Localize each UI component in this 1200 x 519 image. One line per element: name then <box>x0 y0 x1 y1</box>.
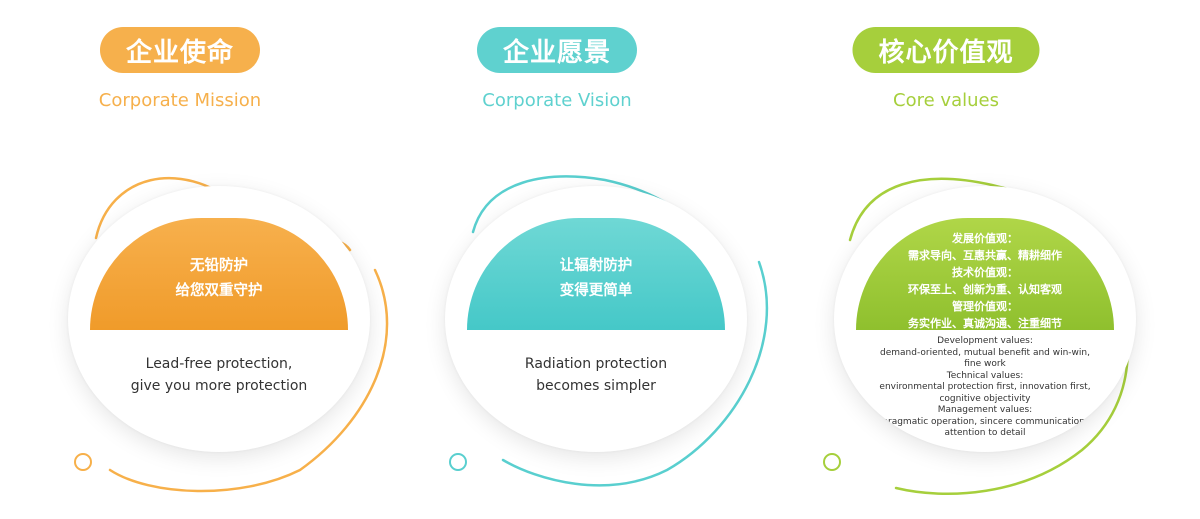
mission-ring-decoration <box>74 453 92 471</box>
mission-card: 企业使命 Corporate Mission 无铅防护 给您双重守护 Lead-… <box>0 0 389 519</box>
values-en-line: Management values: <box>937 405 1033 415</box>
values-en-text: Development values: demand-oriented, mut… <box>834 336 1136 440</box>
values-title-pill: 核心价值观 <box>852 27 1040 73</box>
mission-zh-line: 无铅防护 <box>190 258 248 274</box>
vision-card: 企业愿景 Corporate Vision 让辐射防护 变得更简单 Radiat… <box>377 0 769 519</box>
mission-dome: 无铅防护 给您双重守护 <box>90 218 348 330</box>
vision-title-pill: 企业愿景 <box>476 27 638 73</box>
vision-en-line: becomes simpler <box>536 378 656 394</box>
vision-zh-line: 让辐射防护 <box>559 258 633 274</box>
values-en-line: fine work <box>964 359 1006 369</box>
values-en-line: cognitive objectivity <box>939 393 1031 404</box>
vision-dome: 让辐射防护 变得更简单 <box>467 218 725 330</box>
vision-subtitle: Corporate Vision <box>482 90 632 111</box>
values-zh-line: 环保至上、创新为重、认知客观 <box>908 283 1062 296</box>
values-en-line: attention to detail <box>944 428 1026 438</box>
mission-circle: 无铅防护 给您双重守护 Lead-free protection, give y… <box>68 186 370 452</box>
mission-en-line: Lead-free protection, <box>145 356 293 372</box>
mission-en-text: Lead-free protection, give you more prot… <box>68 353 370 397</box>
values-dome: 发展价值观： 需求导向、互惠共赢、精耕细作 技术价值观： 环保至上、创新为重、认… <box>856 218 1114 330</box>
values-card: 核心价值观 Core values 发展价值观： 需求导向、互惠共赢、精耕细作 … <box>766 0 1136 519</box>
values-ring-decoration <box>823 453 841 471</box>
values-zh-line: 务实作业、真诚沟通、注重细节 <box>908 317 1062 330</box>
mission-subtitle: Corporate Mission <box>98 90 262 111</box>
values-zh-line: 技术价值观： <box>952 266 1018 279</box>
values-en-line: demand-oriented, mutual benefit and win-… <box>880 347 1090 358</box>
vision-en-line: Radiation protection <box>524 356 668 372</box>
values-en-line: environmental protection first, innovati… <box>879 382 1091 392</box>
values-zh-line: 发展价值观： <box>952 232 1018 245</box>
mission-zh-line: 给您双重守护 <box>175 283 263 299</box>
values-zh-line: 需求导向、互惠共赢、精耕细作 <box>908 249 1062 262</box>
values-subtitle: Core values <box>893 90 999 111</box>
vision-circle: 让辐射防护 变得更简单 Radiation protection becomes… <box>445 186 747 452</box>
vision-zh-line: 变得更简单 <box>559 283 633 299</box>
values-circle: 发展价值观： 需求导向、互惠共赢、精耕细作 技术价值观： 环保至上、创新为重、认… <box>834 186 1136 452</box>
values-zh-line: 管理价值观： <box>952 300 1018 313</box>
values-en-line: Technical values: <box>946 370 1024 381</box>
vision-ring-decoration <box>449 453 467 471</box>
mission-en-line: give you more protection <box>130 378 308 394</box>
values-en-line: Development values: <box>937 336 1033 346</box>
values-en-line: pragmatic operation, sincere communicati… <box>882 416 1088 427</box>
vision-en-text: Radiation protection becomes simpler <box>445 353 747 397</box>
mission-title-pill: 企业使命 <box>99 27 261 73</box>
